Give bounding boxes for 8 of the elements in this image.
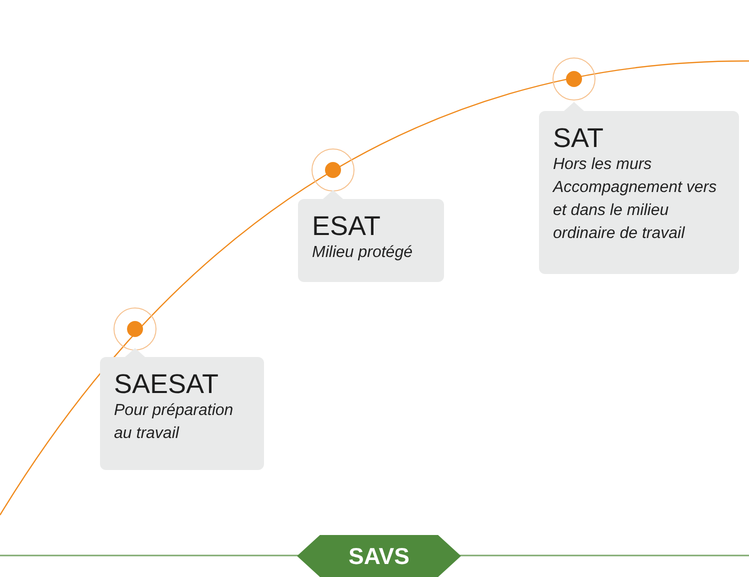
callout-description: Accompagnement vers et dans le milieu ordinaire de travail bbox=[553, 178, 718, 244]
callout-title: SAT bbox=[553, 123, 605, 153]
callout-title: SAESAT bbox=[114, 369, 220, 399]
hexagon-badge: SAVS bbox=[297, 535, 461, 577]
callout-description: Pour préparation au travail bbox=[114, 401, 234, 444]
callout-description: Milieu protégé bbox=[312, 243, 414, 263]
callout-title: ESAT bbox=[312, 211, 382, 241]
callout-description: Hors les murs bbox=[553, 155, 653, 175]
